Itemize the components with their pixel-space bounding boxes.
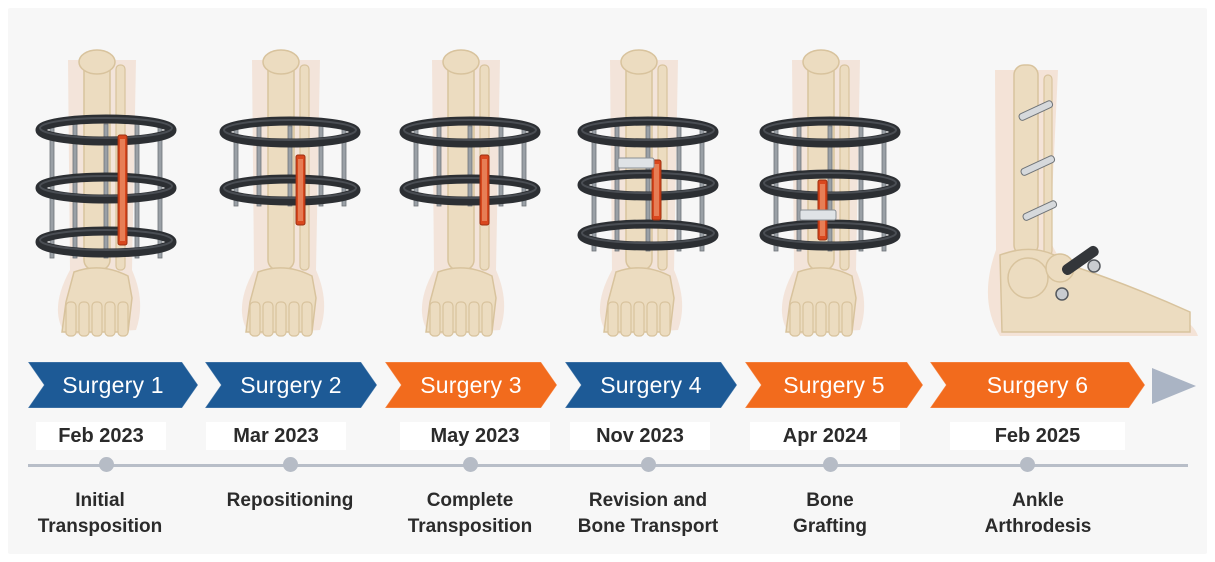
external-fixator-ring-leg-icon (40, 50, 172, 336)
external-fixator-ring-leg-icon (224, 50, 356, 336)
timeline-dot (283, 457, 298, 472)
stage-label: Surgery 3 (385, 362, 557, 408)
stage-label: Surgery 4 (565, 362, 737, 408)
stage-label: Surgery 5 (745, 362, 923, 408)
stage-chevron-6: Surgery 6 (930, 362, 1145, 408)
stage-chevron-2: Surgery 2 (205, 362, 377, 408)
stage-chevron-3: Surgery 3 (385, 362, 557, 408)
stage-date: Apr 2024 (750, 422, 900, 450)
stage-label: Surgery 2 (205, 362, 377, 408)
timeline-arrow-icon (1152, 368, 1196, 404)
timeline-dot (99, 457, 114, 472)
stage-chevron-4: Surgery 4 (565, 362, 737, 408)
stage-date: Feb 2023 (36, 422, 166, 450)
stage-label: Surgery 6 (930, 362, 1145, 408)
timeline-dot (463, 457, 478, 472)
stage-date: Feb 2025 (950, 422, 1125, 450)
timeline-dot (1020, 457, 1035, 472)
external-fixator-ring-leg-icon (404, 50, 536, 336)
illustrations (0, 40, 1215, 360)
external-fixator-ring-leg-icon (582, 50, 714, 336)
stage-chevron-1: Surgery 1 (28, 362, 198, 408)
stage-description-line1: Bone (740, 488, 920, 514)
stage-description-line1: Repositioning (200, 488, 380, 514)
stage-date: Mar 2023 (206, 422, 346, 450)
external-fixator-ring-leg-icon (764, 50, 896, 336)
stage-date: May 2023 (400, 422, 550, 450)
stage-chevron-5: Surgery 5 (745, 362, 923, 408)
stage-description-line1: Ankle (948, 488, 1128, 514)
stage-description-line2: Bone Transport (558, 514, 738, 540)
stage-description-line2: Transposition (380, 514, 560, 540)
stage-description-line1: Complete (380, 488, 560, 514)
stage-description: Repositioning (200, 488, 380, 514)
stage-date: Nov 2023 (570, 422, 710, 450)
stage-label: Surgery 1 (28, 362, 198, 408)
stage-description-line2: Grafting (740, 514, 920, 540)
timeline-dot (823, 457, 838, 472)
fused-ankle-screws-icon (988, 65, 1198, 336)
stage-description-line2: Transposition (10, 514, 190, 540)
timeline-dot (641, 457, 656, 472)
stage-description-line1: Initial (10, 488, 190, 514)
stage-description-line2: Arthrodesis (948, 514, 1128, 540)
timeline-axis (28, 464, 1188, 467)
stage-description-line1: Revision and (558, 488, 738, 514)
